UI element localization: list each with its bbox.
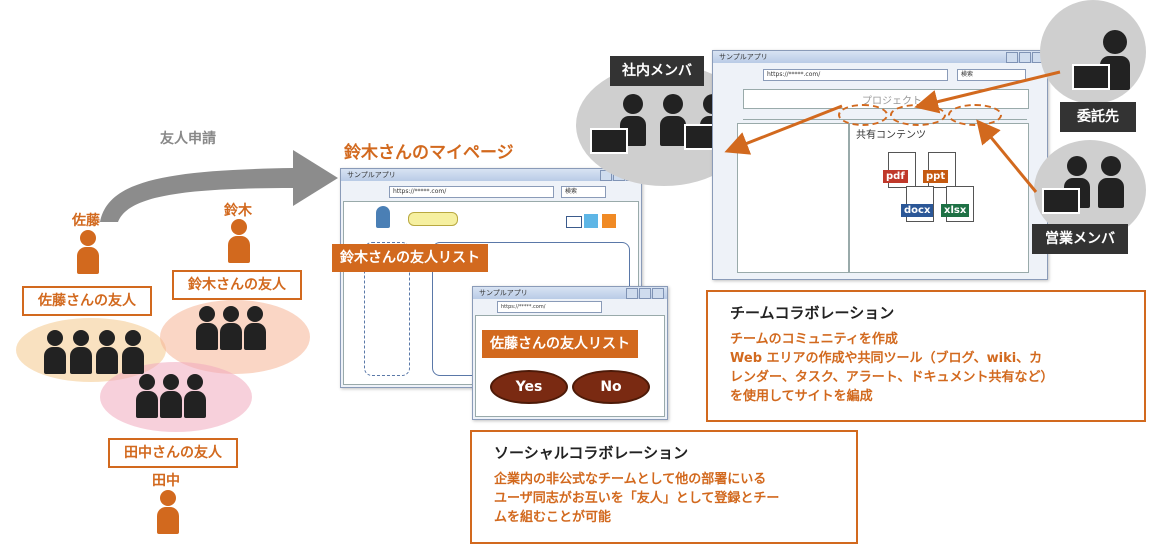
window-controls: [625, 288, 664, 301]
social-line: ムを組むことが可能: [494, 510, 612, 525]
friend-icon: [160, 374, 182, 418]
social-line: 企業内の非公式なチームとして他の部署にいる: [494, 472, 767, 487]
member-icon: [660, 94, 686, 146]
person-suzuki-icon: [228, 219, 250, 263]
friend-list-column: [364, 242, 410, 376]
friend-icon: [136, 374, 158, 418]
mail-icon[interactable]: [566, 216, 582, 228]
internal-members-label: 社内メンバ: [610, 56, 704, 86]
friend-icon: [244, 306, 266, 350]
yes-button[interactable]: Yes: [490, 370, 568, 404]
window-controls: [1005, 52, 1044, 65]
sales-label: 営業メンバ: [1032, 224, 1128, 254]
friend-icon: [96, 330, 118, 374]
window-title: サンプルアプリ: [341, 169, 641, 181]
social-collaboration-box: ソーシャルコラボレーション 企業内の非公式なチームとして他の部署にいる ユーザ同…: [470, 430, 858, 544]
address-bar[interactable]: https://*****.com/: [763, 69, 948, 81]
shared-content-title: 共有コンテンツ: [856, 130, 926, 141]
docx-file-icon: docx: [901, 186, 934, 222]
project-header: プロジェクト: [743, 89, 1029, 109]
person-sato-icon: [77, 230, 99, 274]
person-label-suzuki: 鈴木: [224, 203, 252, 219]
mypage-title: 鈴木さんのマイページ: [344, 143, 514, 163]
twitter-icon[interactable]: [584, 214, 598, 228]
search-box[interactable]: 検索: [957, 69, 1026, 81]
search-box[interactable]: 検索: [561, 186, 606, 198]
laptop-icon: [1042, 188, 1080, 214]
address-bar[interactable]: https://*****.com/: [497, 301, 602, 313]
social-collaboration-title: ソーシャルコラボレーション: [494, 444, 689, 462]
sato-friends-label: 佐藤さんの友人: [22, 286, 152, 316]
role-arrows: [724, 70, 1061, 193]
team-line: レンダー、タスク、アラート、ドキュメント共有など）: [730, 370, 1054, 385]
friend-icon: [122, 330, 144, 374]
avatar: [376, 206, 390, 228]
site-tree-pane: [737, 123, 849, 273]
friend-icon: [196, 306, 218, 350]
team-line: チームのコミュニティを作成: [730, 332, 898, 347]
person-label-sato: 佐藤: [72, 213, 100, 229]
speech-bubble: [408, 212, 458, 226]
social-line: ユーザ同志がお互いを「友人」として登録とチー: [494, 491, 780, 506]
project-title: プロジェクト: [862, 96, 922, 107]
friend-request-label: 友人申請: [160, 131, 216, 147]
laptop-icon: [1072, 64, 1110, 90]
team-line: Web エリアの作成や共同ツール（ブログ、wiki、カ: [730, 351, 1043, 366]
tab-highlight: [838, 104, 888, 126]
sato-friend-list-label: 佐藤さんの友人リスト: [482, 330, 638, 358]
no-button[interactable]: No: [572, 370, 650, 404]
rss-icon[interactable]: [602, 214, 616, 228]
friend-request-arrow: [100, 150, 338, 222]
window-title: サンプルアプリ: [473, 287, 667, 299]
window-title: サンプルアプリ: [713, 51, 1047, 63]
suzuki-friend-list-label: 鈴木さんの友人リスト: [332, 244, 488, 272]
social-collaboration-text: 企業内の非公式なチームとして他の部署にいる ユーザ同志がお互いを「友人」として登…: [494, 470, 779, 527]
suzuki-friends-label: 鈴木さんの友人: [172, 270, 302, 300]
tab-highlight: [948, 104, 1002, 126]
person-label-tanaka: 田中: [152, 473, 180, 489]
sales-member-icon: [1098, 156, 1124, 208]
team-collaboration-title: チームコラボレーション: [730, 304, 895, 322]
team-collaboration-box: チームコラボレーション チームのコミュニティを作成 Web エリアの作成や共同ツ…: [706, 290, 1146, 422]
pdf-file-icon: pdf: [883, 152, 916, 188]
friend-icon: [44, 330, 66, 374]
team-line: を使用してサイトを編成: [730, 389, 873, 404]
team-collaboration-text: チームのコミュニティを作成 Web エリアの作成や共同ツール（ブログ、wiki、…: [730, 330, 1053, 406]
tanaka-friends-label: 田中さんの友人: [108, 438, 238, 468]
address-bar[interactable]: https://*****.com/: [389, 186, 554, 198]
friend-icon: [220, 306, 242, 350]
friend-icon: [184, 374, 206, 418]
xlsx-file-icon: xlsx: [941, 186, 974, 222]
laptop-icon: [590, 128, 628, 154]
person-tanaka-icon: [157, 490, 179, 534]
ppt-file-icon: ppt: [923, 152, 956, 188]
contractor-label: 委託先: [1060, 102, 1136, 132]
friend-icon: [70, 330, 92, 374]
